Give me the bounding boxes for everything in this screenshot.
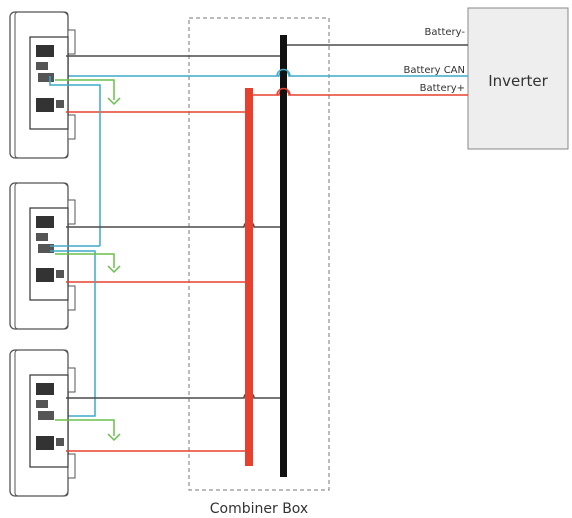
module-1-can-drop <box>49 76 101 246</box>
module-2-can-drop <box>50 250 96 417</box>
module-2-ground-arrow <box>107 265 121 274</box>
positive-crossover-hop <box>276 87 291 96</box>
module-2-ground-wire <box>55 253 115 268</box>
inverter-box <box>467 7 569 150</box>
negative-busbar <box>280 35 287 477</box>
module-1-ground-arrow <box>107 97 121 106</box>
module-3-ground-wire <box>55 419 115 436</box>
battery-module-2 <box>9 182 76 330</box>
combiner-box-label: Combiner Box <box>210 501 308 517</box>
inverter-label: Inverter <box>488 72 548 90</box>
battery-can-label: Battery CAN <box>404 65 466 76</box>
battery-module-3 <box>9 349 76 497</box>
battery-module-1 <box>9 11 76 159</box>
module-3-ground-arrow <box>107 433 121 442</box>
can-crossover-hop <box>276 68 291 77</box>
battery-neg-label: Battery- <box>425 27 466 38</box>
combiner-box-outline <box>188 17 330 491</box>
battery-pos-label: Battery+ <box>420 83 465 94</box>
positive-busbar <box>245 88 253 466</box>
module-1-ground-wire <box>55 79 115 100</box>
